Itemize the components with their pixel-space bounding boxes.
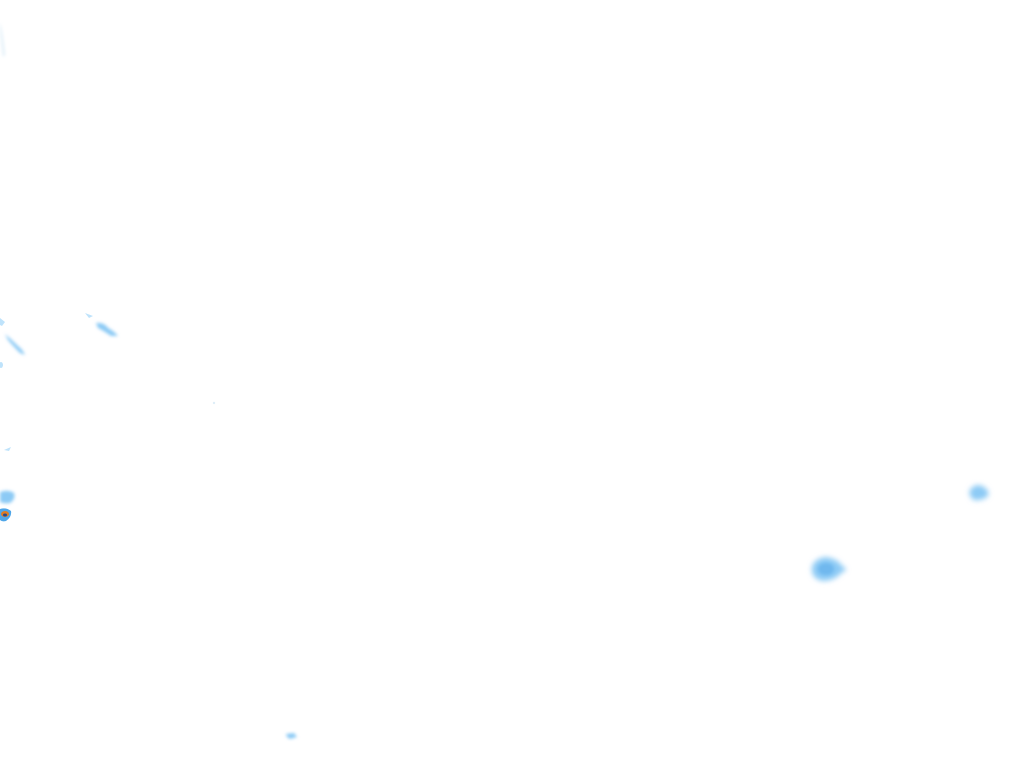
echo-west-storm (0, 490, 15, 522)
echo-south-small (286, 733, 297, 739)
echo-northwest-streak (85, 313, 118, 336)
echo-speck (212, 401, 216, 405)
echo-top-left-edge (0, 22, 5, 57)
echo-east (969, 485, 989, 501)
echo-west-small-1 (0, 362, 3, 368)
echo-southeast (812, 557, 846, 581)
echo-west-small-2 (4, 447, 11, 451)
echo-west-band (0, 318, 25, 355)
